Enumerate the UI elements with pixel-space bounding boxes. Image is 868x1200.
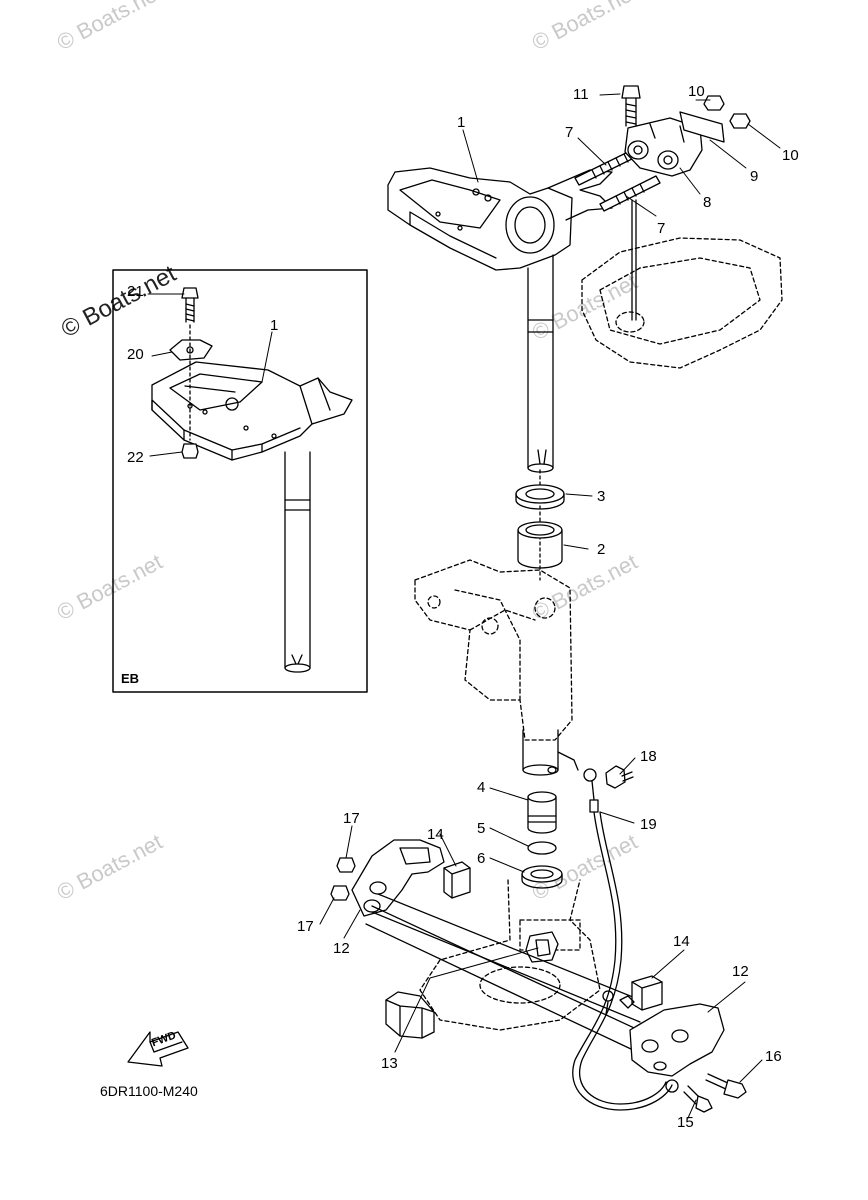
- callout-13: 13: [381, 1055, 398, 1072]
- steering-shaft: [527, 254, 554, 473]
- seal-6: [521, 865, 563, 889]
- bolt-11: [621, 85, 641, 127]
- callout-16: 16: [765, 1048, 782, 1065]
- callout-2: 2: [597, 541, 606, 558]
- callout-8: 8: [703, 194, 712, 211]
- callout-9: 9: [750, 168, 759, 185]
- mount-8: [624, 117, 703, 177]
- inset-callout-21: 21: [127, 283, 144, 300]
- callout-12-right: 12: [732, 963, 749, 980]
- damper-14-lower: [631, 975, 663, 1011]
- callout-14-lower: 14: [673, 933, 690, 950]
- lower-shaft-segment: [522, 729, 579, 776]
- inset-tag: EB: [121, 671, 140, 686]
- callout-15: 15: [677, 1114, 694, 1131]
- ground-lead-19: [572, 768, 673, 1111]
- callout-10-right: 10: [782, 147, 799, 164]
- damper-13: [385, 991, 435, 1039]
- plate-9: [679, 111, 725, 143]
- bushing-4: [527, 791, 557, 834]
- swivel-bracket-outline: [414, 559, 573, 741]
- steering-bracket: [387, 167, 613, 271]
- inset-bolt-21: [181, 287, 199, 323]
- bolt-16: [705, 1073, 747, 1099]
- callout-17-upper: 17: [343, 810, 360, 827]
- callout-1: 1: [457, 114, 466, 131]
- callout-10-left: 10: [688, 83, 705, 100]
- damper-14-upper: [443, 861, 471, 899]
- stud-7-lower: [599, 175, 661, 212]
- bushing-2: [517, 521, 563, 569]
- callout-3: 3: [597, 488, 606, 505]
- inset-nut-22: [181, 443, 199, 459]
- bushing-3: [515, 484, 565, 510]
- diagram-code: 6DR1100-M240: [100, 1083, 198, 1099]
- inset-callout-1: 1: [270, 317, 279, 334]
- lower-casing-outline: [419, 879, 601, 1031]
- long-tubes: [365, 893, 661, 1059]
- inset-callout-22: 22: [127, 449, 144, 466]
- callout-19: 19: [640, 816, 657, 833]
- inset-callout-20: 20: [127, 346, 144, 363]
- fwd-arrow-icon: [127, 1031, 189, 1067]
- nut-10a: [703, 95, 725, 111]
- bolt-17a: [336, 857, 356, 873]
- inset-shaft: [284, 451, 311, 673]
- inset-frame: [112, 269, 368, 693]
- ground-terminal-lower: [602, 990, 679, 1093]
- callout-17-lower: 17: [297, 918, 314, 935]
- inset-plate-20: [169, 339, 213, 361]
- callout-7-upper: 7: [565, 124, 574, 141]
- callout-6: 6: [477, 850, 486, 867]
- bracket-12-left: [351, 839, 445, 917]
- bolt-17b: [330, 885, 350, 901]
- callout-11: 11: [573, 86, 589, 103]
- lower-clamp: [525, 931, 559, 963]
- callout-12-left: 12: [333, 940, 350, 957]
- bolt-18: [605, 765, 634, 789]
- bolt-15: [683, 1085, 713, 1113]
- callout-4: 4: [477, 779, 486, 796]
- callout-7-lower: 7: [657, 220, 666, 237]
- callout-5: 5: [477, 820, 486, 837]
- stud-7-upper: [574, 149, 637, 186]
- leader-lines: [147, 93, 781, 1119]
- inset-bracket: [151, 361, 353, 461]
- callout-14-upper: 14: [427, 826, 444, 843]
- upper-casing-outline: [581, 237, 783, 369]
- callout-18: 18: [640, 748, 657, 765]
- bracket-12-right: [629, 1003, 725, 1077]
- o-ring-5: [527, 841, 557, 855]
- nut-10b: [729, 113, 751, 129]
